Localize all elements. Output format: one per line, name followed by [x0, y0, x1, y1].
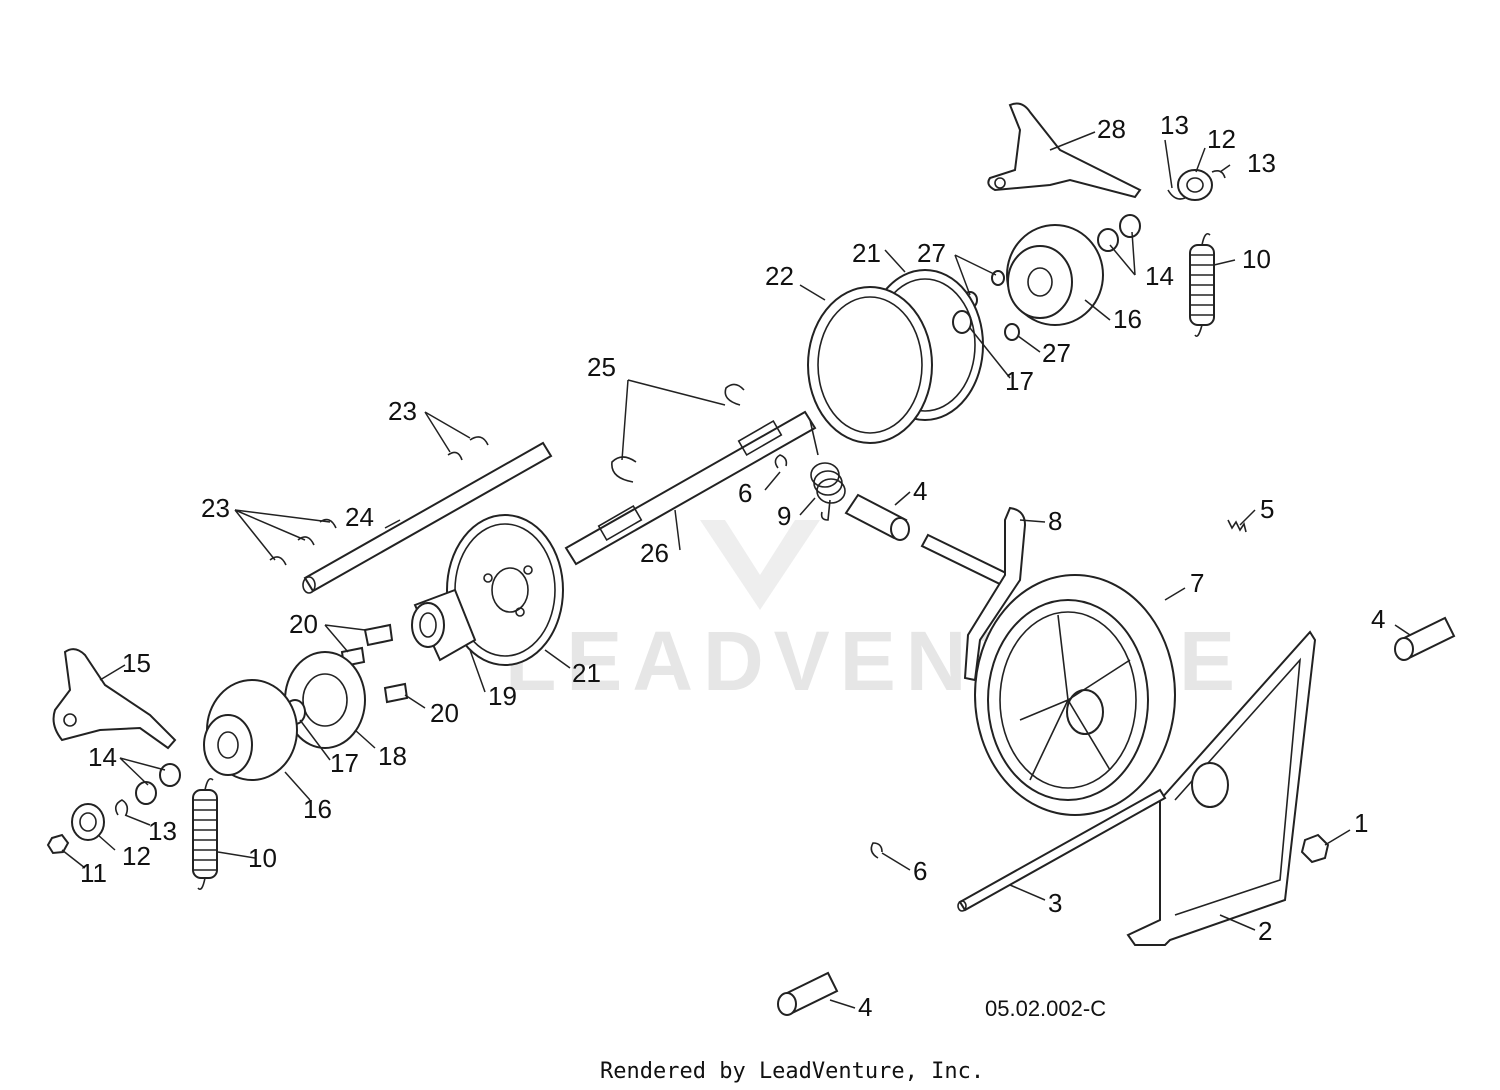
part-17-ring-top: [952, 310, 972, 334]
part-10-spring-top: [1189, 232, 1215, 338]
callout-4a: 4: [913, 476, 927, 506]
part-16-gear-top: [1006, 224, 1104, 326]
callout-1: 1: [1354, 808, 1368, 838]
callout-26: 26: [640, 538, 669, 568]
part-27-washer-c: [1004, 323, 1020, 341]
part-6-clip-bottom: [870, 842, 883, 859]
part-14-washer-c: [135, 781, 157, 805]
callout-19: 19: [488, 681, 517, 711]
callout-14a: 14: [1145, 261, 1174, 291]
part-20-pins: [340, 623, 409, 704]
callout-2: 2: [1258, 916, 1272, 946]
part-8-lever: [920, 506, 1027, 682]
callout-21a: 21: [852, 238, 881, 268]
callouts: 28 13 12 13 14 10 16 27 27 17 21 22 25 6…: [80, 110, 1385, 1022]
callout-11: 11: [80, 858, 107, 888]
callout-23b: 23: [201, 493, 230, 523]
callout-12a: 12: [1207, 124, 1236, 154]
part-2-side-plate: [1126, 630, 1317, 946]
part-9-spring: [809, 419, 846, 521]
part-4-sleeve-right: [1394, 616, 1456, 661]
callout-20b: 20: [430, 698, 459, 728]
part-13-clip-b: [1211, 170, 1226, 179]
part-16-gear-left: [203, 679, 298, 781]
part-14-washer-a: [1097, 228, 1119, 252]
callout-28: 28: [1097, 114, 1126, 144]
callout-14b: 14: [88, 742, 117, 772]
callout-13c: 13: [148, 816, 177, 846]
leader-lines: [61, 131, 1411, 1009]
part-7-wheel: [974, 574, 1176, 816]
part-14-washer-b: [1119, 214, 1141, 238]
callout-13b: 13: [1247, 148, 1276, 178]
part-15-bracket: [52, 648, 177, 750]
callout-16a: 16: [1113, 304, 1142, 334]
part-14-washer-d: [159, 763, 181, 787]
callout-24: 24: [345, 502, 374, 532]
callout-6b: 6: [913, 856, 927, 886]
callout-3: 3: [1048, 888, 1062, 918]
callout-21b: 21: [572, 658, 601, 688]
callout-25: 25: [587, 352, 616, 382]
part-11-nut: [46, 833, 70, 855]
callout-15: 15: [122, 648, 151, 678]
drawing-code: 05.02.002-C: [985, 996, 1106, 1021]
part-12-bearing-top: [1177, 169, 1213, 201]
callout-22: 22: [765, 261, 794, 291]
part-1-nut: [1300, 833, 1330, 864]
callout-9: 9: [777, 501, 791, 531]
callout-13a: 13: [1160, 110, 1189, 140]
callout-8: 8: [1048, 506, 1062, 536]
callout-16b: 16: [303, 794, 332, 824]
callout-6a: 6: [738, 478, 752, 508]
callout-12b: 12: [122, 841, 151, 871]
part-12-bearing-left: [71, 803, 105, 841]
part-26-shaft: [564, 410, 817, 566]
part-25-clip-b: [611, 456, 637, 483]
part-3-rod: [957, 788, 1167, 912]
callout-4b: 4: [1371, 604, 1385, 634]
callout-4c: 4: [858, 992, 872, 1022]
callout-10b: 10: [248, 843, 277, 873]
callout-5: 5: [1260, 494, 1274, 524]
part-6-clip-top: [774, 454, 788, 469]
callout-7: 7: [1190, 568, 1204, 598]
part-28-bracket: [987, 102, 1142, 199]
callout-17a: 17: [1005, 366, 1034, 396]
part-19-hub: [411, 588, 477, 662]
part-18-housing: [284, 651, 366, 749]
part-22-drive-ring: [807, 286, 933, 444]
part-13-clip-a: [1167, 189, 1186, 200]
part-10-spring-left: [192, 777, 218, 891]
callout-27a: 27: [917, 238, 946, 268]
credit-text: Rendered by LeadVenture, Inc.: [600, 1059, 984, 1084]
callout-17b: 17: [330, 748, 359, 778]
part-13-clip-c: [114, 799, 129, 816]
callout-27b: 27: [1042, 338, 1071, 368]
part-4-sleeve-bottom: [777, 971, 839, 1016]
part-23-clip-b: [447, 451, 463, 461]
part-23-clip-d: [297, 536, 315, 546]
callout-23a: 23: [388, 396, 417, 426]
callout-18: 18: [378, 741, 407, 771]
part-4-sleeve-mid: [844, 493, 910, 541]
part-5-spring: [1227, 519, 1247, 533]
part-23-clip-a: [469, 436, 489, 446]
callout-20a: 20: [289, 609, 318, 639]
callout-10a: 10: [1242, 244, 1271, 274]
part-24-axle: [302, 441, 553, 594]
part-23-clip-e: [269, 556, 287, 566]
part-25-clip-a: [724, 383, 745, 406]
